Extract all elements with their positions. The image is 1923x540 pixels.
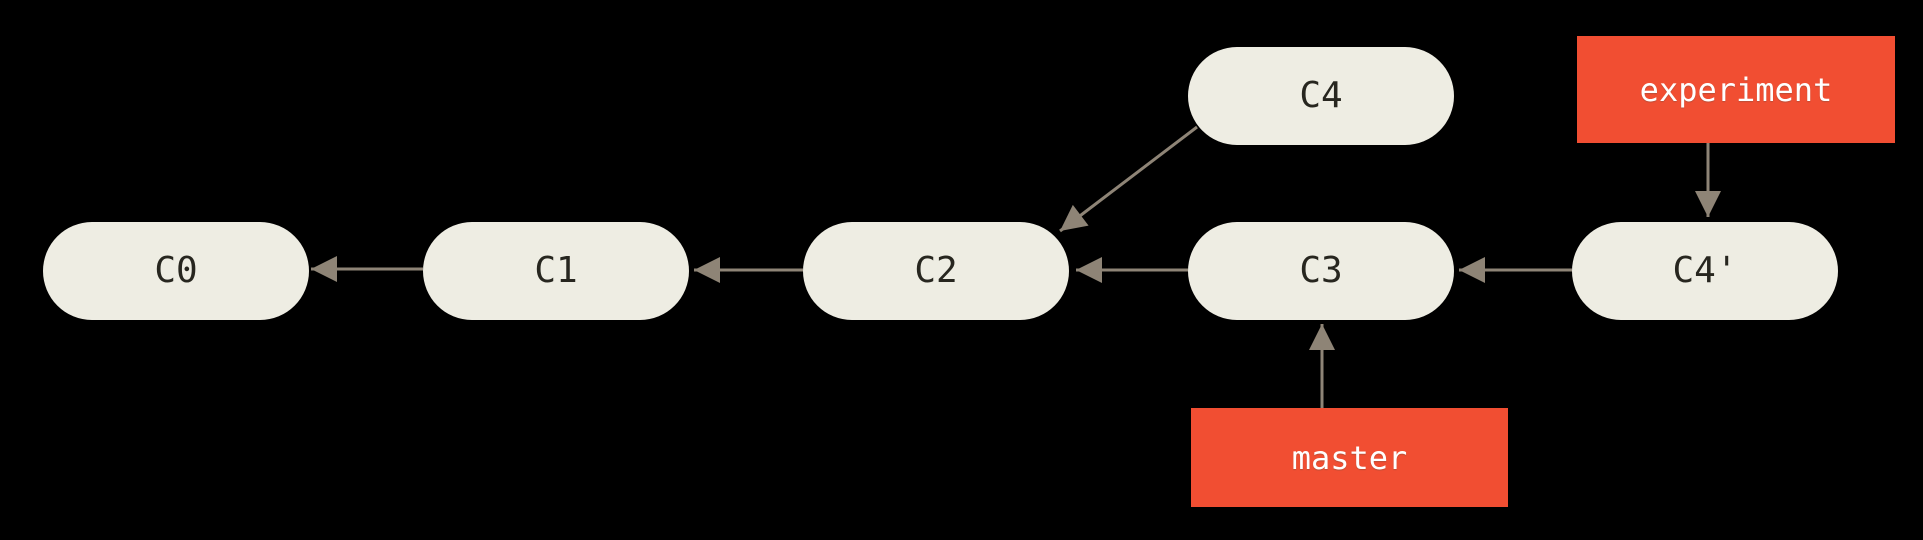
commit-label-c4: C4	[1299, 75, 1343, 116]
commit-node-c3: C3	[1188, 222, 1454, 320]
branch-label-master: master	[1191, 408, 1508, 507]
commit-label-c2: C2	[914, 250, 958, 291]
arrow-c4-to-c2	[1059, 125, 1198, 233]
commit-node-c1: C1	[423, 222, 689, 320]
commit-node-c2: C2	[803, 222, 1069, 320]
branch-label-experiment-text: experiment	[1639, 70, 1833, 109]
commit-node-c0: C0	[43, 222, 309, 320]
branch-label-experiment: experiment	[1577, 36, 1895, 143]
commit-label-c1: C1	[534, 250, 578, 291]
commit-label-c4-prime: C4'	[1672, 250, 1738, 291]
branch-label-master-text: master	[1291, 438, 1408, 477]
commit-label-c0: C0	[154, 250, 198, 291]
commit-node-c4-prime: C4'	[1572, 222, 1838, 320]
commit-node-c4: C4	[1188, 47, 1454, 145]
commit-label-c3: C3	[1299, 250, 1343, 291]
